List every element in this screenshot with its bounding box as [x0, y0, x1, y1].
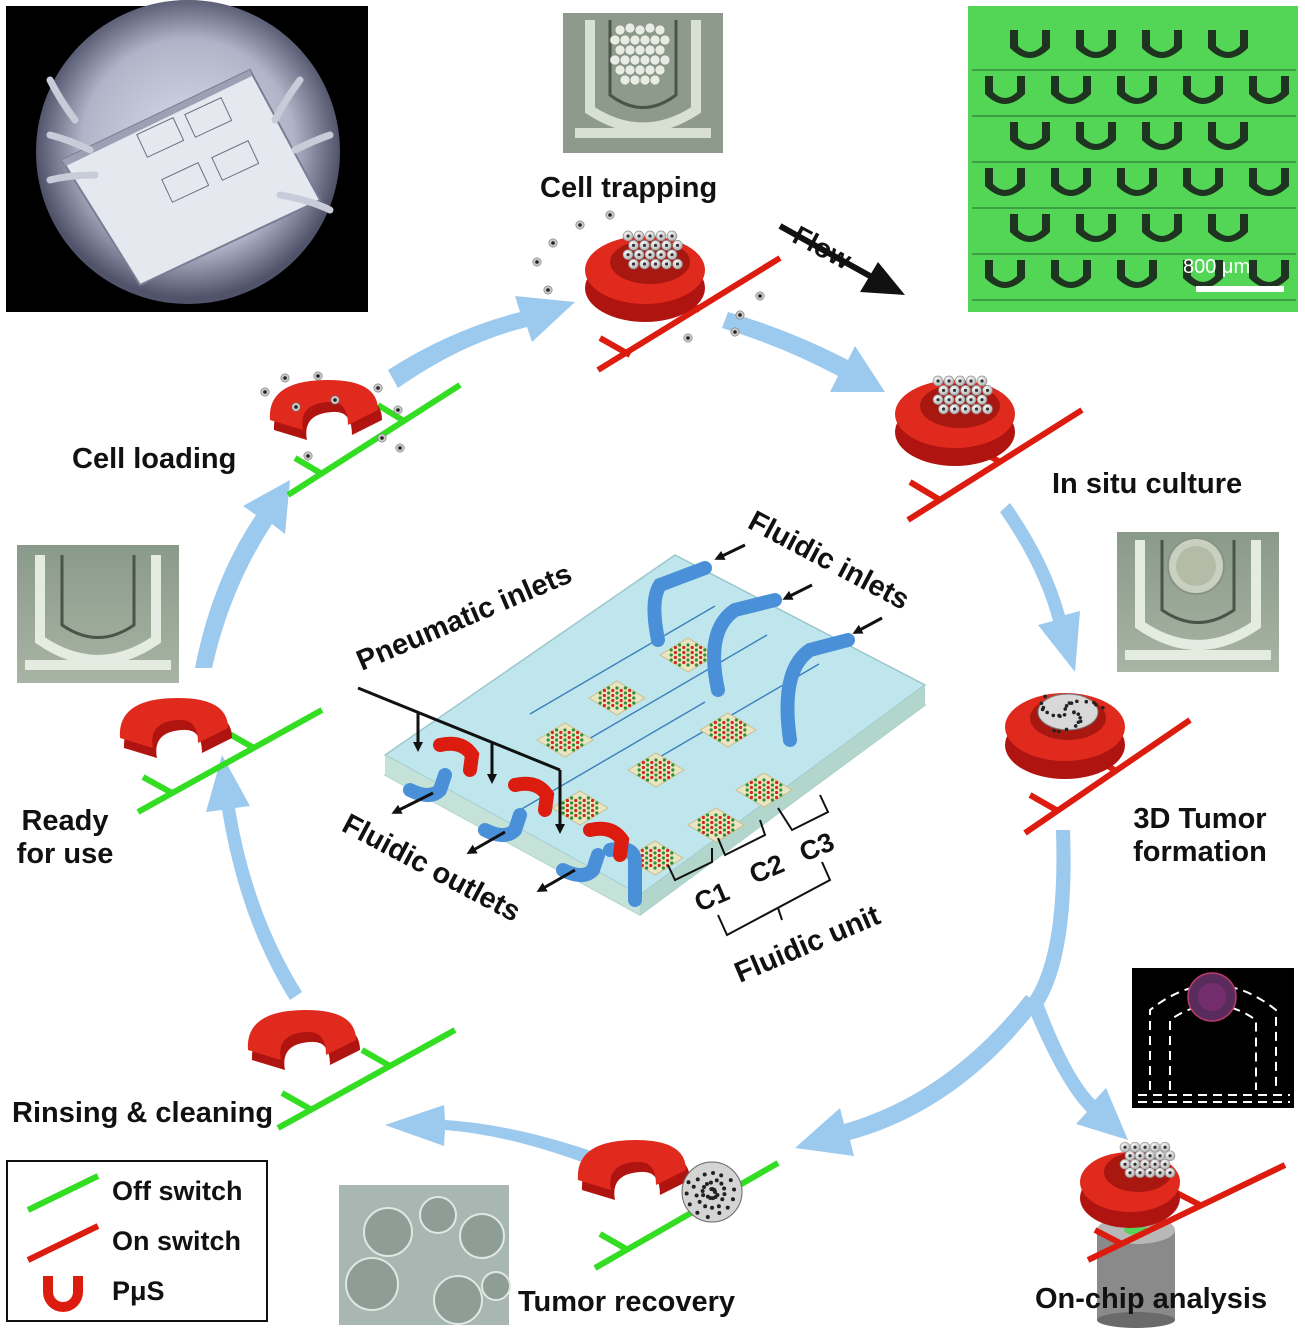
- trap-loading-off: [269, 380, 462, 498]
- on-switch-icon: [26, 1223, 100, 1263]
- trap-formation-on: [1005, 693, 1192, 836]
- trap-rinsing-off: [247, 1010, 457, 1131]
- label-tumor-formation-line2: formation: [1133, 836, 1267, 869]
- arrow-culture-to-formation: [1000, 503, 1080, 672]
- label-tumor-recovery: Tumor recovery: [518, 1286, 736, 1318]
- label-cell-trapping: Cell trapping: [540, 172, 718, 204]
- label-cell-loading: Cell loading: [72, 443, 237, 475]
- arrow-recovery-to-rinsing: [385, 1105, 594, 1165]
- flow-arrow: [778, 223, 905, 295]
- label-ready-line2: for use: [16, 838, 114, 871]
- legend: Off switch On switch PμS: [6, 1160, 268, 1322]
- off-switch-icon: [26, 1173, 100, 1213]
- arrow-formation-down: [1028, 830, 1071, 1010]
- arrow-to-recovery: [795, 995, 1040, 1156]
- label-rinsing-cleaning: Rinsing & cleaning: [12, 1097, 274, 1129]
- label-on-chip-analysis: On-chip analysis: [1035, 1283, 1268, 1315]
- arrow-loading-to-trapping: [388, 296, 575, 388]
- label-in-situ-culture: In situ culture: [1052, 468, 1243, 500]
- arrow-rinsing-to-ready: [206, 755, 302, 1000]
- fluorescence-image: [1132, 968, 1294, 1108]
- arrow-trapping-to-culture: [722, 312, 885, 392]
- legend-off-label: Off switch: [112, 1176, 243, 1206]
- label-ready-for-use: Ready for use: [0, 805, 130, 872]
- micrograph-tumor-spheroid: [1117, 532, 1279, 672]
- cycle-arrows: [195, 296, 1128, 1165]
- chip-device: [357, 543, 927, 937]
- legend-off-switch: Off switch: [8, 1168, 266, 1216]
- micrograph-recovered-tumors: [339, 1185, 511, 1325]
- micrograph-empty-trap: [17, 545, 179, 683]
- arrow-to-analysis: [1028, 1000, 1128, 1140]
- label-tumor-formation: 3D Tumor formation: [1110, 803, 1290, 870]
- trap-recovery-off: [577, 1140, 780, 1271]
- label-tumor-formation-line1: 3D Tumor: [1133, 803, 1267, 835]
- legend-pus-label: PμS: [112, 1276, 165, 1306]
- trap-trapping-on: [585, 236, 782, 373]
- label-ready-line1: Ready: [21, 805, 109, 837]
- legend-on-switch: On switch: [8, 1218, 266, 1266]
- legend-pus: PμS: [8, 1268, 266, 1316]
- pus-icon: [43, 1276, 83, 1312]
- trap-ready-off: [119, 698, 324, 815]
- photo-chip-device: [6, 0, 368, 312]
- arrow-ready-to-loading: [195, 480, 290, 668]
- label-scale-bar: 800 μm: [1183, 256, 1251, 278]
- legend-on-label: On switch: [112, 1226, 242, 1256]
- photo-trap-array: [968, 6, 1298, 312]
- micrograph-cell-trapping: [563, 13, 723, 153]
